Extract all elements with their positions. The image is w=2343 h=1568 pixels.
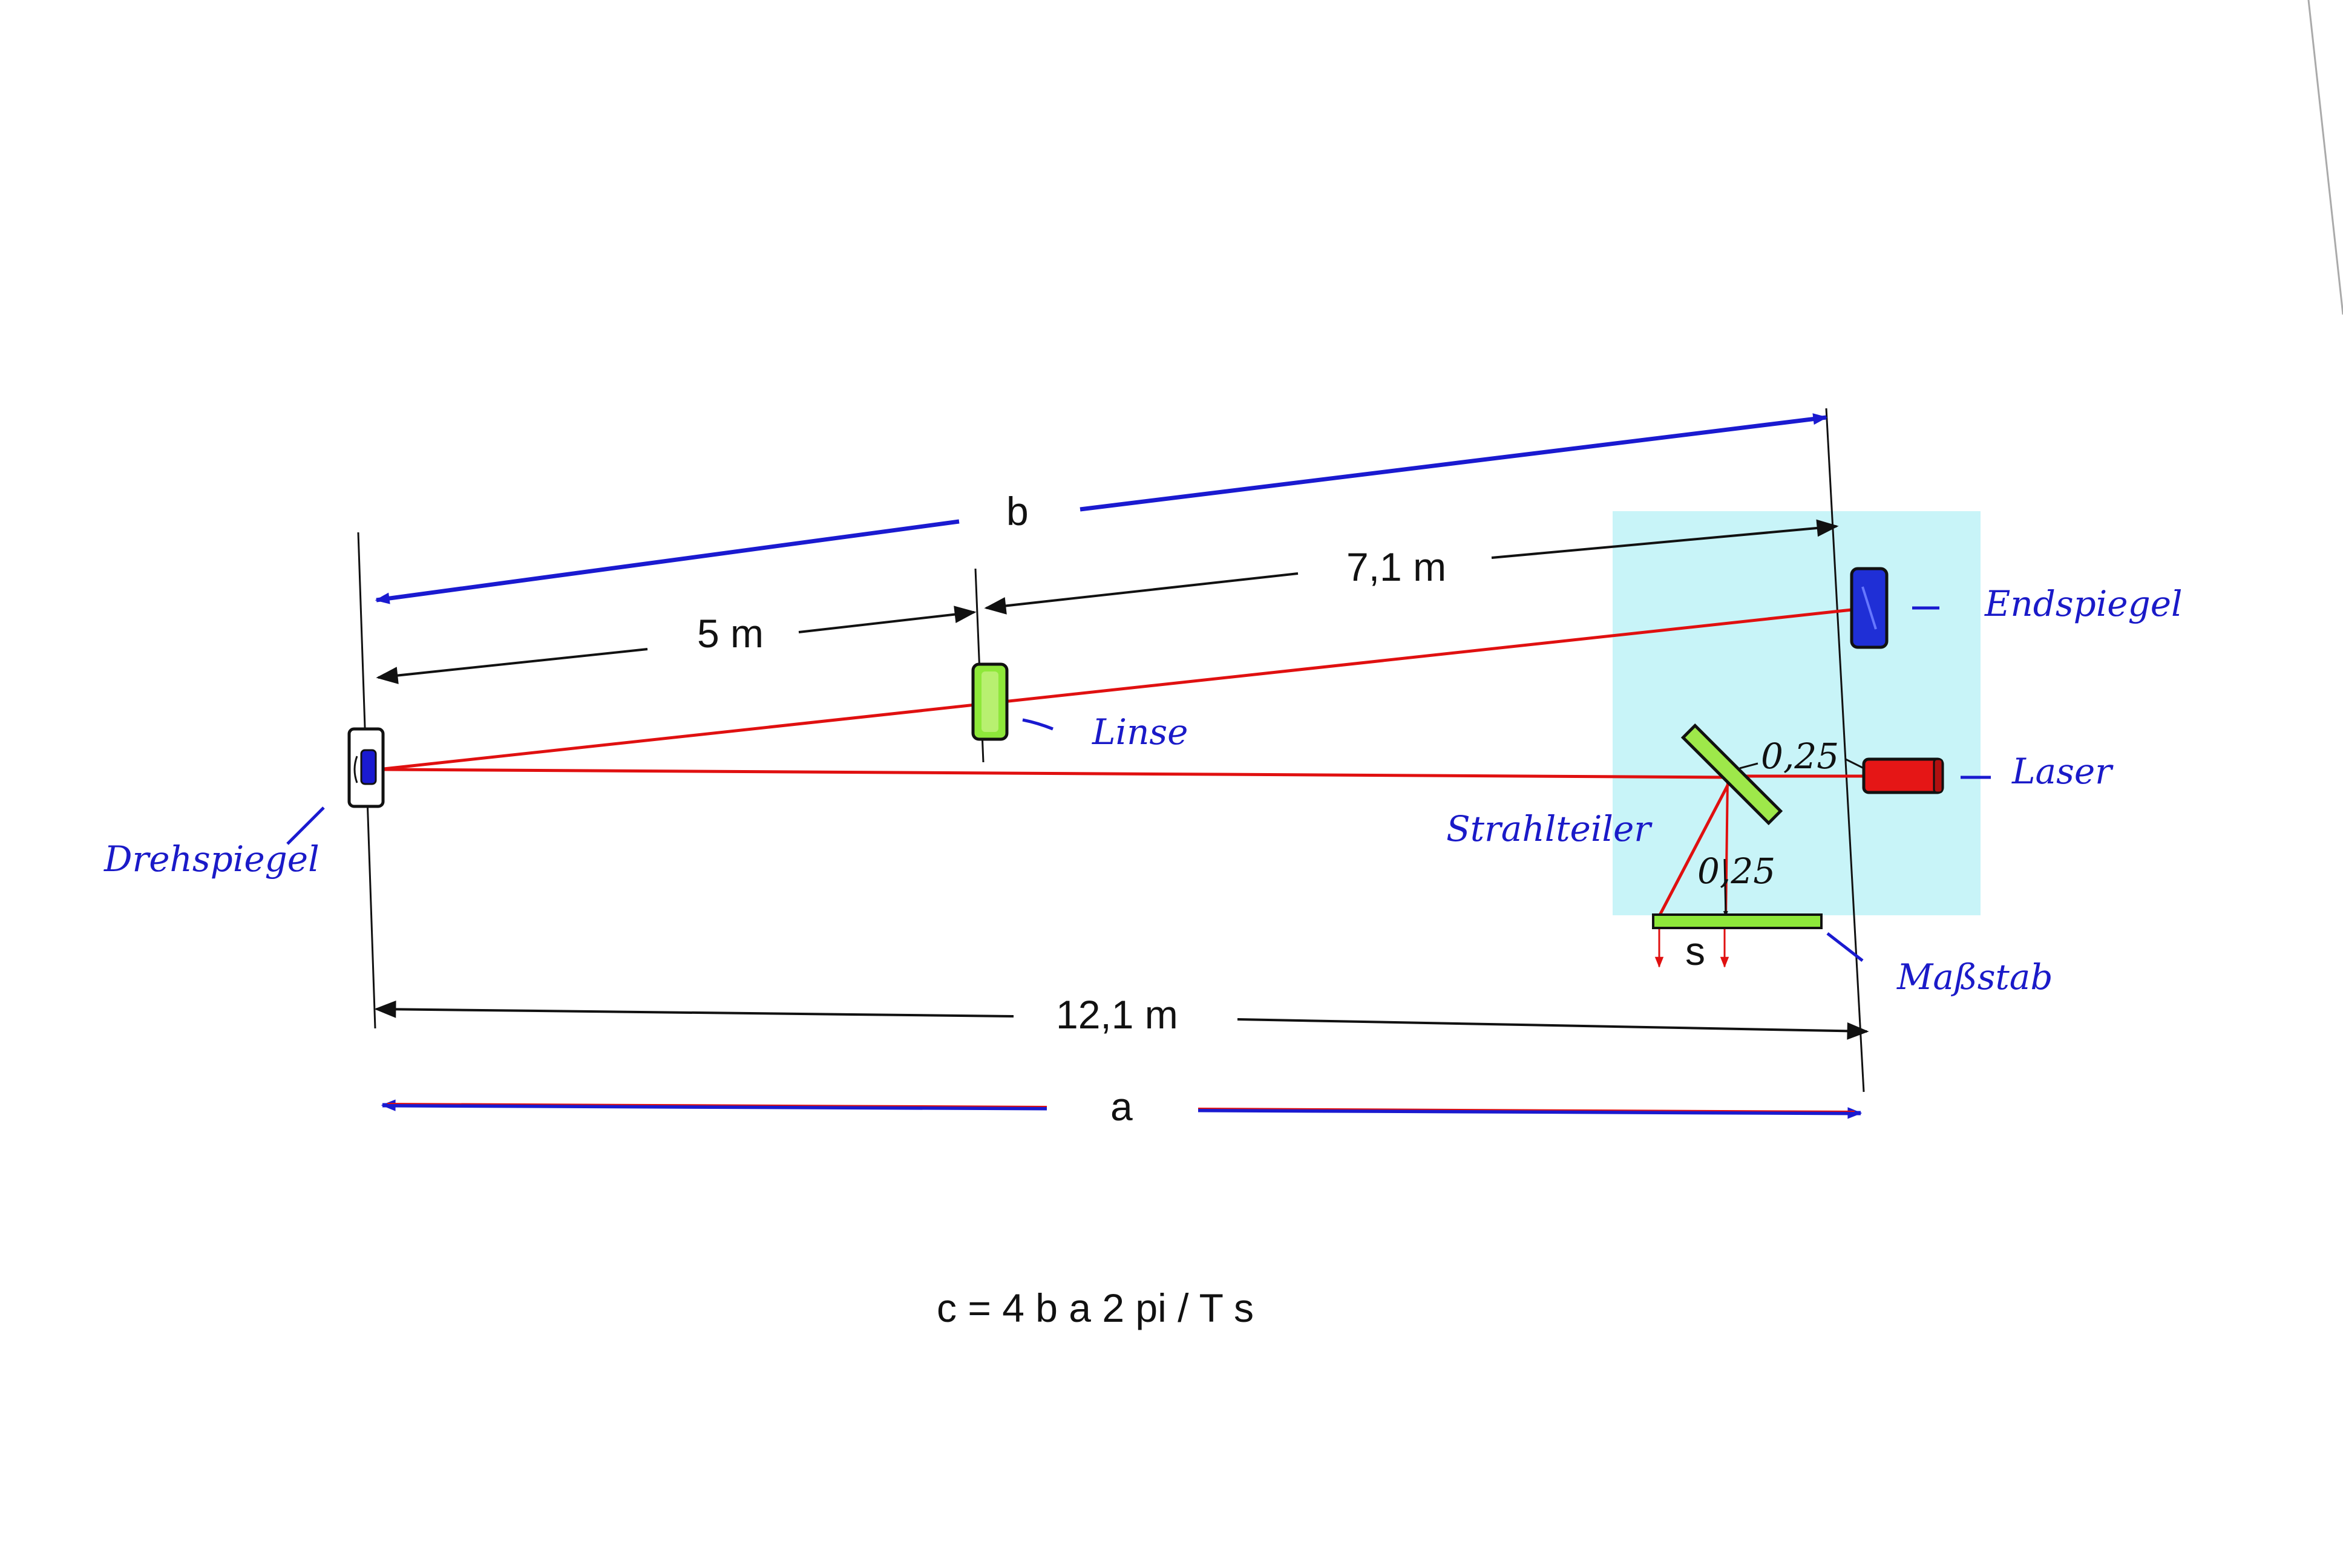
dimension-12-1m-left (374, 1000, 1014, 1018)
pointer-0-25-top-right (1845, 758, 1864, 769)
label-0-25-top: 0,25 (1761, 736, 1839, 777)
label-drehspiegel: Drehspiegel (103, 838, 320, 880)
pointer-0-25-top (1739, 762, 1758, 769)
label-7-1m: 7,1 m (1346, 544, 1446, 589)
label-a: a (1110, 1084, 1133, 1129)
label-laser: Laser (2011, 751, 2114, 792)
drehspiegel-icon (347, 727, 385, 808)
label-0-25-bottom: 0,25 (1697, 851, 1775, 892)
dimension-12-1m-right (1237, 1018, 1869, 1040)
linse-icon (971, 662, 1009, 741)
paper-edge-line (2307, 0, 2343, 315)
endspiegel-icon (1850, 567, 1889, 649)
beam-strahlteiler-to-massstab-left (1655, 776, 1734, 922)
beam-drehspiegel-to-strahlteiler (378, 768, 1732, 779)
label-s: s (1685, 929, 1705, 973)
dimension-7-1m-right (1491, 519, 1839, 559)
dimension-a-right-red (1198, 1108, 1855, 1112)
strahlteiler-icon (1680, 723, 1783, 826)
leader-drehspiegel (286, 806, 325, 845)
beam-drehspiegel-to-endspiegel (378, 608, 1852, 771)
leader-linse (1022, 718, 1054, 731)
label-12-1m: 12,1 m (1056, 992, 1178, 1037)
formula: c = 4 b a 2 pi / T s (937, 1285, 1254, 1330)
label-linse: Linse (1092, 711, 1188, 753)
dimension-b-right (1080, 413, 1828, 512)
dimension-5m-left (376, 648, 648, 684)
label-massstab: Maßstab (1896, 956, 2053, 998)
laser-icon (1862, 757, 1944, 794)
setup-table-area (1613, 511, 1981, 915)
label-5m: 5 m (697, 611, 764, 656)
dimension-b-left (375, 519, 960, 604)
dimension-7-1m-left (984, 572, 1299, 615)
dimension-5m-right (798, 606, 977, 633)
dimension-a-right (1198, 1107, 1863, 1119)
label-b: b (1006, 489, 1029, 534)
label-endspiegel: Endspiegel (1984, 583, 2183, 624)
pointer-0-25-bottom (1723, 858, 1728, 917)
dimension-a-left-red (387, 1103, 1047, 1107)
label-strahlteiler: Strahlteiler (1446, 808, 1653, 849)
dimension-a-left (381, 1099, 1047, 1111)
massstab-icon (1652, 913, 1823, 929)
leader-massstab (1826, 932, 1864, 962)
